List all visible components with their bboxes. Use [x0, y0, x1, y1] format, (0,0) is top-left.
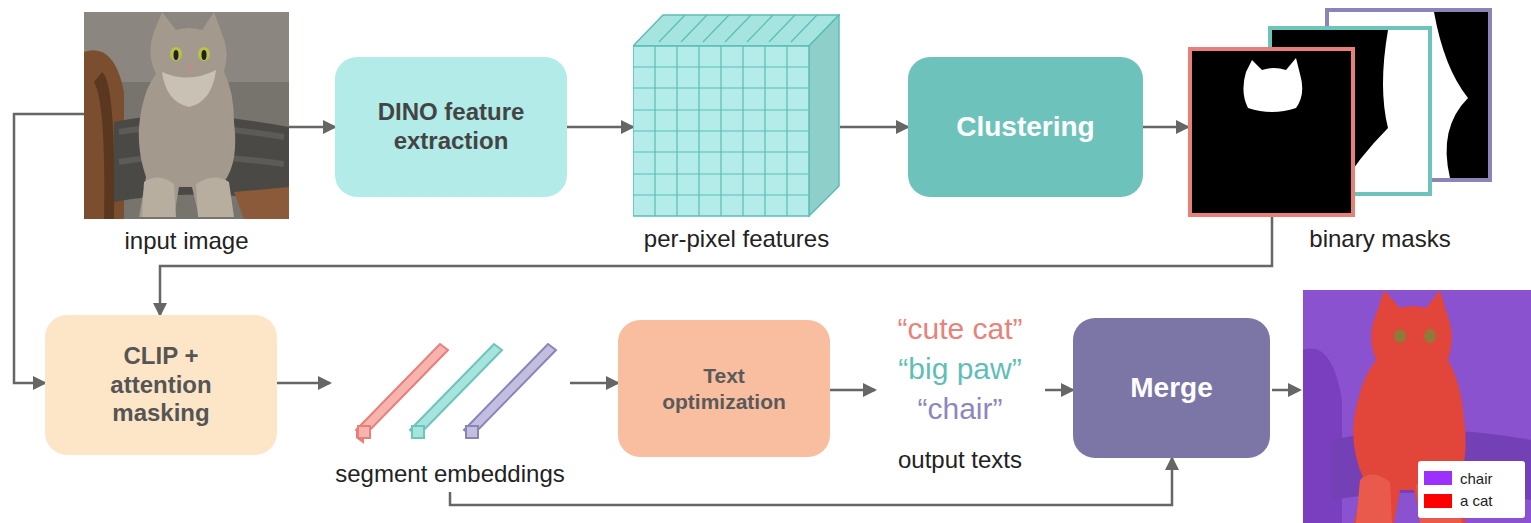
output-text: “cute cat”	[897, 309, 1022, 349]
flow-arrow	[840, 126, 908, 129]
legend-row: a cat	[1424, 492, 1519, 509]
text-group: “cute cat”“big paw”“chair” output texts	[875, 305, 1045, 490]
flow-arrow	[277, 382, 330, 385]
feature-cube	[633, 14, 840, 217]
flow-arrow	[289, 126, 335, 129]
embedding-group: segment embeddings	[330, 336, 570, 492]
input-image: input image	[84, 12, 289, 219]
feature-volume: per-pixel features	[633, 14, 840, 217]
flow-arrow	[567, 126, 633, 129]
node-label: Text optimization	[649, 363, 799, 413]
process-box: Clustering	[908, 57, 1143, 197]
legend-swatch	[1424, 471, 1452, 485]
flow-arrow	[1045, 389, 1073, 392]
output-text: “big paw”	[898, 349, 1021, 389]
node-label: DINO feature extraction	[351, 98, 551, 156]
process-box: CLIP + attention masking	[45, 315, 277, 455]
caption: segment embeddings	[335, 460, 564, 488]
legend-row: chair	[1424, 470, 1519, 487]
legend-swatch	[1424, 494, 1452, 508]
node-label: CLIP + attention masking	[86, 342, 236, 428]
legend-text: a cat	[1460, 492, 1493, 509]
mask-stack	[1188, 8, 1492, 217]
node-label: Merge	[1130, 371, 1212, 405]
flow-arrow	[570, 382, 618, 385]
caption: output texts	[898, 445, 1022, 475]
process-box: Merge	[1073, 318, 1270, 458]
flow-arrow	[1143, 126, 1188, 129]
caption: input image	[84, 227, 289, 255]
embedding-bars	[330, 336, 570, 446]
legend-box: chair a cat	[1418, 461, 1525, 518]
node-label: Clustering	[956, 110, 1094, 144]
flow-arrow	[160, 217, 1272, 315]
input-photo	[84, 12, 289, 219]
output-text: “chair”	[917, 389, 1002, 429]
legend-text: chair	[1460, 470, 1493, 487]
caption: per-pixel features	[623, 225, 850, 253]
flow-arrow	[830, 389, 875, 392]
process-box: DINO feature extraction	[335, 57, 567, 197]
mask-set: binary masks	[1188, 8, 1492, 217]
caption: binary masks	[1280, 225, 1480, 253]
process-box: Text optimization	[618, 320, 830, 457]
feature-grid	[633, 15, 817, 216]
